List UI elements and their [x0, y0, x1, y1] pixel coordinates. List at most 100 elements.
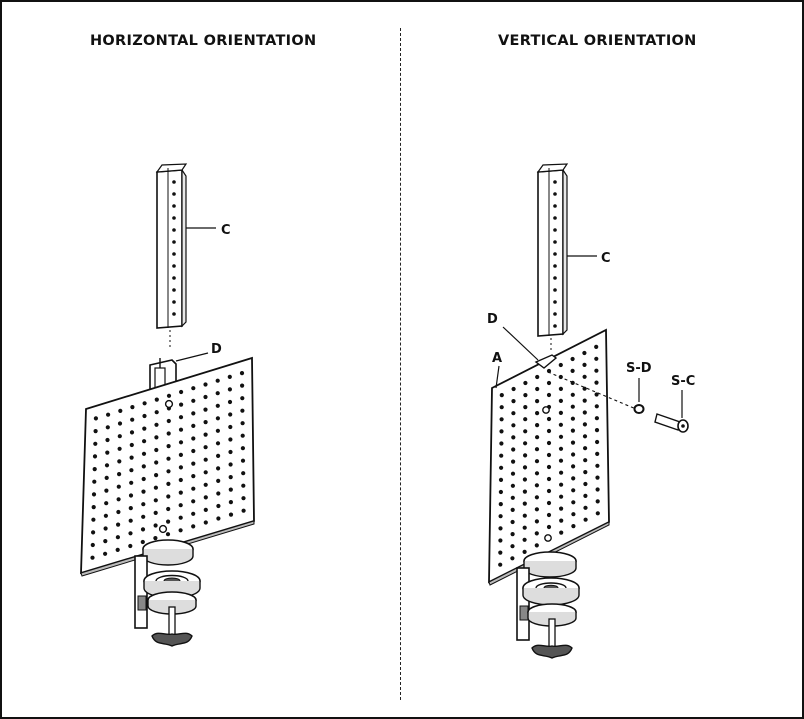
vertical-assembly: C D A S-D S-C [487, 163, 695, 659]
pole-c-vertical [536, 163, 569, 352]
hole-dot [522, 549, 527, 555]
hole-dot [523, 417, 528, 422]
hole-dot [178, 440, 184, 445]
hole-dot [546, 380, 552, 386]
hole-dot [499, 441, 504, 446]
hole-dot [178, 465, 183, 470]
hole-dot [90, 555, 95, 560]
hole-dot [141, 451, 147, 456]
hole-dot [142, 439, 147, 444]
vertical-orientation-heading: VERTICAL ORIENTATION [498, 33, 697, 49]
hole-dot [103, 551, 108, 556]
hole-dot [172, 300, 176, 304]
hole-dot [130, 405, 135, 410]
hole-dot [91, 517, 96, 522]
hole-dot [203, 457, 208, 462]
hole-dot [558, 422, 564, 427]
hole-dot [522, 489, 528, 494]
hole-dot [228, 437, 233, 442]
hole-dot [535, 399, 540, 404]
hole-dot [553, 228, 557, 232]
hole-dot [203, 432, 208, 437]
hole-dot [582, 434, 588, 439]
leader-d-left [175, 352, 209, 362]
hole-dot [203, 520, 208, 525]
hole-dot [103, 513, 108, 518]
hole-dot [510, 519, 515, 525]
hole-dot [240, 433, 245, 438]
hole-dot [216, 491, 221, 496]
hole-dot [141, 502, 146, 507]
hole-dot [595, 463, 600, 468]
hole-dot [511, 399, 516, 404]
hole-dot [534, 543, 539, 548]
hole-dot [498, 502, 503, 507]
hole-dot [116, 509, 121, 515]
hole-dot [240, 458, 246, 463]
hole-dot [570, 368, 575, 373]
hole-dot [523, 393, 528, 398]
hole-dot [166, 393, 172, 398]
hole-dot [558, 410, 564, 415]
hole-dot [154, 460, 159, 465]
hole-dot [583, 481, 588, 487]
hole-dot [241, 483, 246, 488]
hole-dot [241, 471, 246, 476]
hole-dot [559, 470, 564, 475]
label-d-left: D [211, 342, 222, 357]
hole-dot [216, 466, 221, 471]
hole-dot [191, 411, 196, 416]
hole-dot [510, 471, 516, 476]
hole-dot [546, 440, 552, 446]
hole-dot [595, 475, 600, 480]
hole-dot [228, 500, 233, 505]
hole-dot [227, 387, 232, 392]
hole-dot [178, 490, 183, 495]
hole-dot [535, 386, 540, 392]
hole-dot [215, 391, 220, 396]
hole-dot [117, 421, 123, 426]
hole-dot [154, 435, 159, 440]
hole-dot [523, 380, 528, 386]
hole-dot [178, 503, 183, 508]
hole-dot [172, 288, 176, 292]
hole-dot [594, 428, 600, 433]
hole-dot [166, 506, 171, 512]
hole-dot [546, 368, 552, 374]
hole-dot [191, 436, 196, 441]
hole-dot [522, 525, 527, 530]
hole-dot [553, 192, 557, 196]
hole-dot [571, 524, 576, 529]
hole-dot [215, 428, 220, 433]
hole-dot [92, 479, 97, 484]
hole-dot [582, 410, 587, 415]
hole-dot [90, 542, 95, 548]
hole-dot [153, 536, 158, 541]
hole-dot [227, 374, 232, 379]
hole-dot [179, 389, 184, 395]
hole-dot [498, 550, 503, 555]
hole-dot [191, 448, 196, 454]
hole-dot [523, 441, 528, 446]
hole-dot [153, 498, 158, 503]
hole-dot [535, 435, 540, 440]
hole-dot [522, 465, 528, 470]
hole-dot [128, 506, 133, 511]
hole-dot [559, 518, 564, 523]
hole-dot [510, 459, 516, 464]
hole-dot [216, 453, 221, 458]
hole-dot [594, 404, 599, 409]
hole-dot [571, 500, 576, 505]
center-divider [400, 28, 401, 700]
hole-dot [172, 264, 176, 268]
hole-dot [203, 382, 208, 387]
hole-dot [191, 398, 196, 403]
screw-alignment-line [547, 371, 637, 410]
hole-dot [115, 535, 120, 540]
hole-dot [595, 439, 600, 445]
hole-dot [534, 519, 540, 524]
hole-dot [534, 495, 540, 500]
hole-dot [582, 350, 587, 356]
hole-dot [228, 449, 233, 455]
hole-dot [142, 426, 147, 431]
